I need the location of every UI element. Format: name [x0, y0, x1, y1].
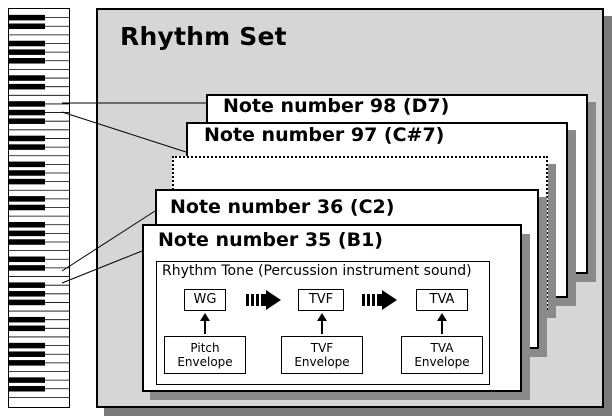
black-key	[9, 342, 45, 349]
black-key	[9, 351, 45, 357]
black-key	[9, 109, 45, 116]
tva-envelope-line2: Envelope	[414, 355, 470, 369]
black-key	[9, 49, 45, 55]
black-key	[9, 230, 45, 237]
tvf-envelope-block: TVF Envelope	[281, 336, 363, 374]
tvf-envelope-line1: TVF	[310, 341, 334, 355]
wg-block: WG	[184, 289, 226, 311]
black-key	[9, 118, 45, 124]
black-key	[9, 377, 45, 383]
black-key	[9, 291, 45, 297]
black-key	[9, 178, 45, 185]
rhythm-tone-title: Rhythm Tone (Percussion instrument sound…	[162, 263, 472, 279]
black-key	[9, 23, 45, 30]
black-key	[9, 101, 45, 107]
note-98-label: Note number 98 (D7)	[223, 95, 450, 117]
black-key	[9, 161, 45, 168]
black-key	[9, 265, 45, 271]
tvf-envelope-line2: Envelope	[294, 355, 350, 369]
tva-envelope-block: TVA Envelope	[401, 336, 483, 374]
rhythm-set-title: Rhythm Set	[120, 22, 287, 51]
black-key	[9, 222, 45, 228]
keyboard-keys-graphic	[9, 14, 69, 398]
note-97-label: Note number 97 (C#7)	[204, 124, 445, 146]
black-key	[9, 144, 45, 150]
black-key	[9, 282, 45, 288]
black-key	[9, 204, 45, 211]
note-36-label: Note number 36 (C2)	[170, 196, 395, 218]
black-key	[9, 316, 45, 323]
piano-keyboard	[8, 8, 70, 408]
pitch-envelope-line2: Envelope	[177, 355, 233, 369]
black-key	[9, 14, 45, 21]
black-key	[9, 75, 45, 81]
pitch-envelope-block: Pitch Envelope	[164, 336, 246, 374]
black-key	[9, 170, 45, 176]
tva-envelope-line1: TVA	[430, 341, 454, 355]
black-key	[9, 135, 45, 142]
black-key	[9, 299, 45, 306]
tvf-block: TVF	[298, 289, 344, 311]
black-key	[9, 83, 45, 90]
note-35-label: Note number 35 (B1)	[158, 229, 383, 251]
black-key	[9, 256, 45, 263]
black-key	[9, 325, 45, 332]
black-key	[9, 196, 45, 202]
black-key	[9, 58, 45, 64]
tva-block: TVA	[416, 289, 468, 311]
black-key	[9, 239, 45, 245]
black-key	[9, 40, 45, 47]
black-key	[9, 360, 45, 366]
black-key	[9, 385, 45, 392]
pitch-envelope-line1: Pitch	[190, 341, 220, 355]
